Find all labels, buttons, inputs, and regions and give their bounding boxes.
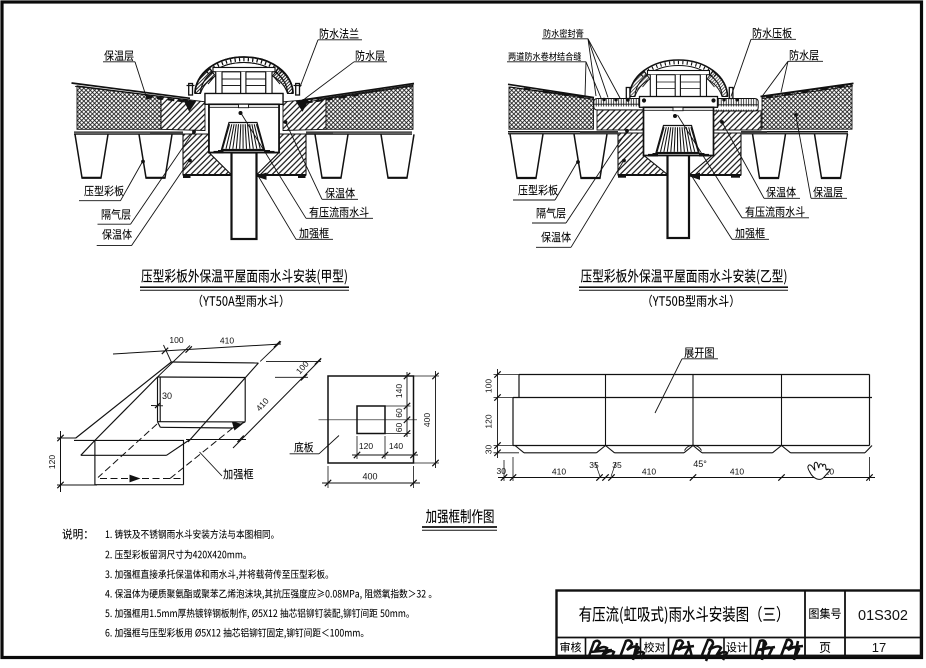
- svg-text:100: 100: [484, 379, 494, 393]
- svg-text:60: 60: [394, 408, 404, 418]
- svg-text:410: 410: [552, 467, 566, 477]
- svg-text:410: 410: [220, 336, 234, 346]
- svg-text:140: 140: [394, 384, 404, 398]
- svg-text:100: 100: [169, 335, 183, 345]
- svg-text:30: 30: [497, 466, 507, 476]
- svg-text:400: 400: [362, 472, 377, 482]
- svg-text:45°: 45°: [693, 459, 707, 469]
- svg-text:17: 17: [872, 640, 886, 655]
- svg-text:410: 410: [642, 467, 656, 477]
- svg-text:400: 400: [422, 413, 432, 427]
- svg-text:120: 120: [359, 441, 373, 451]
- svg-text:410: 410: [730, 467, 744, 477]
- svg-text:120: 120: [47, 455, 57, 469]
- svg-text:140: 140: [389, 441, 403, 451]
- svg-text:30: 30: [484, 445, 494, 455]
- svg-text:60: 60: [394, 423, 404, 433]
- svg-text:01S302: 01S302: [858, 608, 908, 624]
- svg-text:120: 120: [484, 414, 494, 428]
- svg-text:30: 30: [162, 391, 172, 401]
